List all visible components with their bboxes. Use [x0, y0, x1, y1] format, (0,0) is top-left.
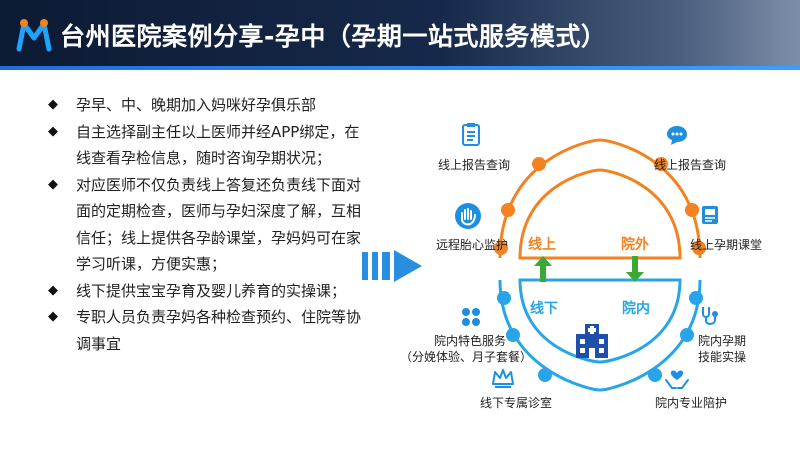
- service-hospital-special-detail: （分娩体验、月子套餐）: [400, 350, 533, 364]
- service-diagram: 线上 院外 线下 院内 线上报告查询 线上报告查询 远程胎心监护: [400, 110, 800, 440]
- chat-icon: [667, 126, 687, 145]
- right-arrow-icon: [362, 250, 422, 282]
- stethoscope-icon: [702, 307, 718, 325]
- service-online-pregnancy-class: 线上孕期课堂: [690, 238, 763, 252]
- list-item: ◆线下提供宝宝孕育及婴儿养育的实操课；: [48, 278, 368, 305]
- service-online-report-left: 线上报告查询: [438, 158, 511, 172]
- service-remote-fetal-monitor: 远程胎心监护: [436, 238, 509, 252]
- diamond-bullet-icon: ◆: [48, 309, 58, 324]
- service-online-report-right: 线上报告查询: [654, 158, 727, 172]
- diagram-shapes: [494, 138, 706, 392]
- logo-icon: [16, 19, 52, 52]
- hand-icon: [455, 203, 481, 229]
- service-hospital-escort: 院内专业陪护: [655, 396, 728, 410]
- crown-icon: [492, 369, 514, 388]
- zone-online-label: 线上: [528, 237, 556, 253]
- list-item: ◆孕早、中、晚期加入妈咪好孕俱乐部: [48, 92, 368, 119]
- report-icon: [462, 123, 480, 146]
- classroom-icon: [702, 206, 718, 224]
- service-hospital-skills-2: 技能实操: [698, 350, 747, 364]
- service-hospital-special: 院内特色服务: [434, 334, 507, 348]
- caring-hands-icon: [665, 370, 689, 389]
- diamond-bullet-icon: ◆: [48, 282, 58, 298]
- bullet-list: ◆孕早、中、晚期加入妈咪好孕俱乐部 ◆自主选择副主任以上医师并经APP绑定，在线…: [48, 92, 368, 357]
- hospital-icon: [576, 324, 608, 358]
- zone-outside-label: 院外: [621, 237, 649, 253]
- clover-icon: [462, 308, 480, 326]
- header-bar: 台州医院案例分享-孕中（孕期一站式服务模式）: [0, 0, 800, 70]
- zone-offline-label: 线下: [530, 301, 558, 317]
- diamond-bullet-icon: ◆: [48, 97, 58, 112]
- service-offline-clinic: 线下专属诊室: [480, 396, 553, 410]
- list-item: ◆专职人员负责孕妈各种检查预约、住院等协调事宜: [48, 304, 368, 357]
- zone-inside-label: 院内: [622, 301, 650, 317]
- diamond-bullet-icon: ◆: [48, 123, 58, 139]
- page-title: 台州医院案例分享-孕中（孕期一站式服务模式）: [60, 22, 607, 51]
- service-hospital-skills-1: 院内孕期: [698, 334, 747, 348]
- list-item: ◆自主选择副主任以上医师并经APP绑定，在线查看孕检信息，随时咨询孕期状况；: [48, 119, 368, 172]
- list-item: ◆对应医师不仅负责线上答复还负责线下面对面的定期检查，医师与孕妇深度了解，互相信…: [48, 172, 368, 278]
- diamond-bullet-icon: ◆: [48, 176, 58, 192]
